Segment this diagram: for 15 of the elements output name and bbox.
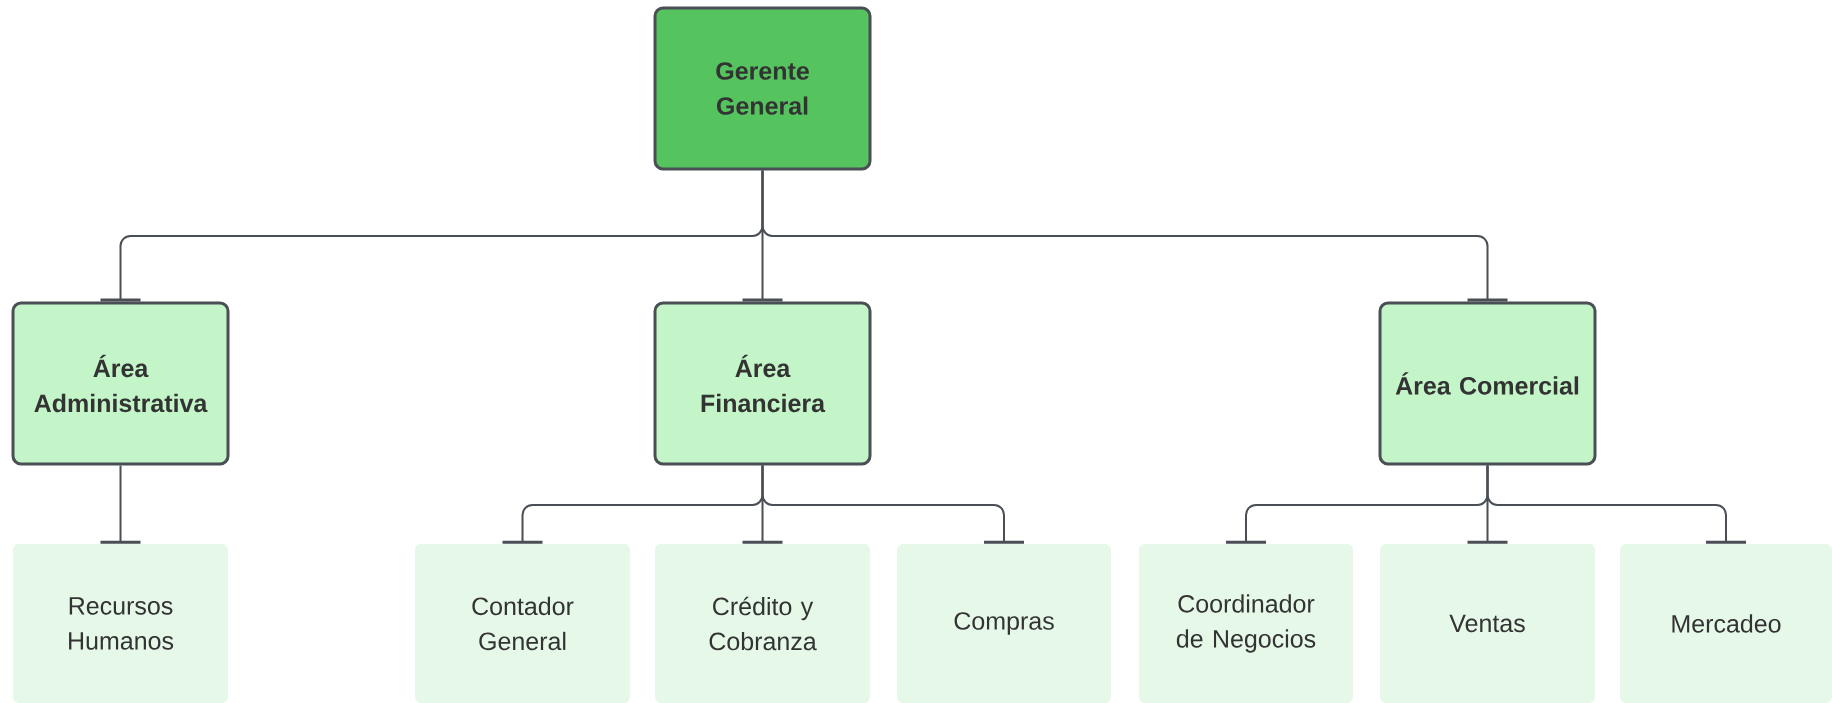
- department-box: Recursos Humanos: [13, 544, 228, 703]
- area-box: Área Comercial: [1378, 301, 1597, 466]
- department-box: Compras: [897, 544, 1111, 703]
- area-box: Área Administrativa: [11, 301, 230, 466]
- department-box: Contador General: [415, 544, 630, 703]
- department-box: Coordinador de Negocios: [1139, 544, 1353, 703]
- connector: [100, 464, 141, 544]
- connector: [761, 464, 1024, 544]
- department-box: Ventas: [1380, 544, 1595, 703]
- area-box: Área Financiera: [653, 301, 872, 466]
- department-box: Crédito y Cobranza: [655, 544, 870, 703]
- connector: [761, 169, 1508, 302]
- connector: [1486, 464, 1746, 544]
- manager-box: Gerente General: [653, 6, 872, 171]
- department-box: Mercadeo: [1620, 544, 1832, 703]
